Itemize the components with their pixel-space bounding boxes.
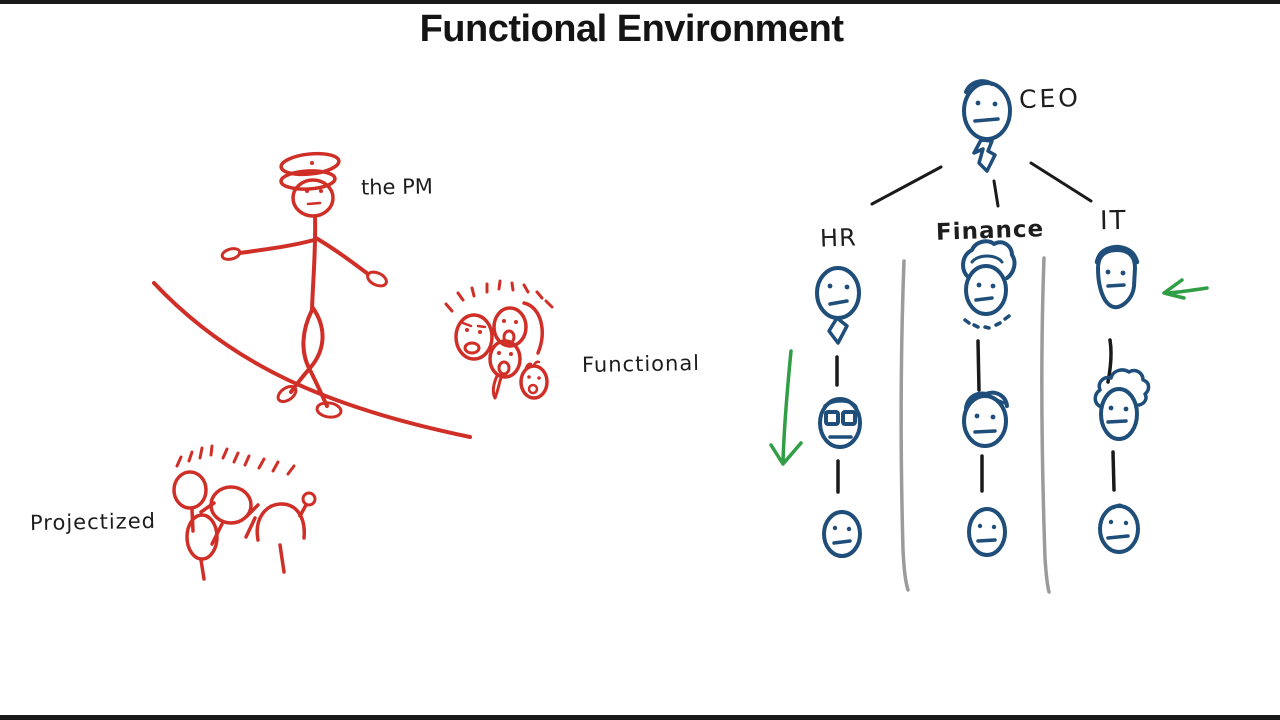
green-left-arrow [1162, 278, 1209, 300]
divider-finance-it [1040, 256, 1051, 594]
tightrope-scene [152, 151, 554, 581]
hr-tie [827, 316, 849, 345]
divider-hr-finance [899, 259, 910, 592]
finance-column [961, 239, 1017, 557]
curly-hair [1093, 368, 1151, 409]
shout-dashes [175, 444, 296, 476]
branch-lines [870, 161, 1093, 208]
top-border-bar [0, 0, 1280, 4]
org-chart [769, 79, 1209, 594]
ceo-tie-arrow [972, 138, 997, 173]
hr-column [815, 266, 862, 558]
it-column [1093, 244, 1151, 554]
tightrope-line [152, 281, 472, 439]
glasses-right [841, 410, 857, 426]
glasses-left [824, 410, 840, 426]
functional-crowd [444, 279, 554, 400]
page-title: Functional Environment [419, 8, 844, 50]
necklace-dots [963, 314, 1011, 330]
green-down-arrow [769, 349, 803, 466]
bottom-border-bar [0, 715, 1280, 720]
ceo-node [962, 79, 1012, 173]
pm-figure [220, 151, 388, 419]
shout-dashes [444, 279, 554, 313]
projectized-crowd [172, 444, 317, 581]
